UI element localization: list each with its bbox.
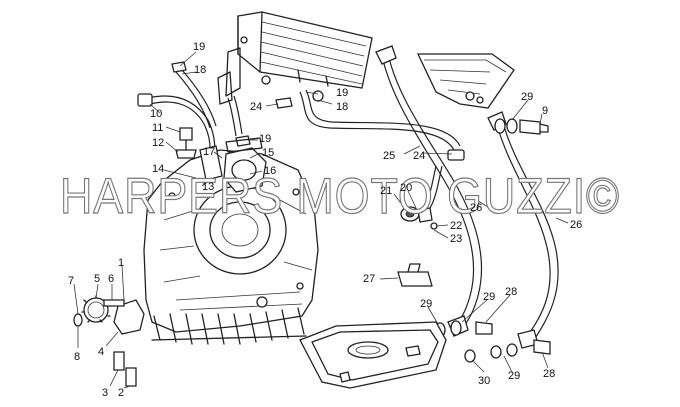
oil-cooler bbox=[217, 11, 373, 105]
oil-pump bbox=[73, 295, 145, 387]
callout-6: 6 bbox=[108, 273, 114, 285]
callout-10: 10 bbox=[150, 108, 162, 120]
callout-30: 30 bbox=[478, 375, 490, 387]
callout-4: 4 bbox=[98, 346, 104, 358]
callout-19-top: 19 bbox=[193, 41, 205, 53]
callout-19-right: 19 bbox=[336, 87, 348, 99]
callout-28-bottom: 28 bbox=[543, 368, 555, 380]
callout-17: 17 bbox=[203, 146, 215, 158]
callout-26-right: 26 bbox=[570, 219, 582, 231]
callout-29-a: 29 bbox=[420, 298, 432, 310]
callout-20: 20 bbox=[400, 182, 412, 194]
callout-22: 22 bbox=[450, 220, 462, 232]
callout-11: 11 bbox=[152, 122, 163, 134]
oil-hoses bbox=[137, 45, 559, 349]
oil-tank-bracket bbox=[416, 53, 515, 109]
callout-9: 9 bbox=[542, 105, 548, 117]
callout-19-mid: 19 bbox=[259, 133, 271, 145]
callout-5: 5 bbox=[94, 273, 100, 285]
leader-lines bbox=[73, 51, 569, 389]
callout-29-c: 29 bbox=[508, 370, 520, 382]
callout-8: 8 bbox=[74, 351, 80, 363]
callout-23: 23 bbox=[450, 233, 462, 245]
callout-16: 16 bbox=[264, 165, 276, 177]
callout-29-b: 29 bbox=[483, 291, 495, 303]
callout-labels: 19 18 10 11 12 14 17 13 16 15 19 19 24 1… bbox=[68, 41, 582, 399]
callout-28-top: 28 bbox=[505, 286, 517, 298]
crankcase bbox=[143, 137, 319, 345]
watermark-text: HARPERS MOTO GUZZI© bbox=[60, 168, 620, 224]
callout-21: 21 bbox=[380, 185, 392, 197]
small-parts bbox=[175, 90, 551, 363]
callout-3: 3 bbox=[102, 387, 108, 399]
callout-18-top: 18 bbox=[194, 64, 206, 76]
callout-25: 25 bbox=[383, 150, 395, 162]
callout-26-left: 26 bbox=[470, 202, 482, 214]
callout-24-right: 24 bbox=[413, 150, 425, 162]
callout-27: 27 bbox=[363, 273, 375, 285]
callout-24-left: 24 bbox=[250, 101, 262, 113]
callout-1: 1 bbox=[118, 257, 124, 269]
callout-12: 12 bbox=[152, 137, 164, 149]
callout-14: 14 bbox=[152, 163, 164, 175]
oil-sump bbox=[299, 321, 447, 389]
callout-2: 2 bbox=[118, 387, 124, 399]
callout-13: 13 bbox=[202, 181, 214, 193]
callout-15: 15 bbox=[262, 147, 274, 159]
callout-29-top: 29 bbox=[521, 91, 533, 103]
callout-7: 7 bbox=[68, 275, 74, 287]
callout-18-right: 18 bbox=[336, 101, 348, 113]
